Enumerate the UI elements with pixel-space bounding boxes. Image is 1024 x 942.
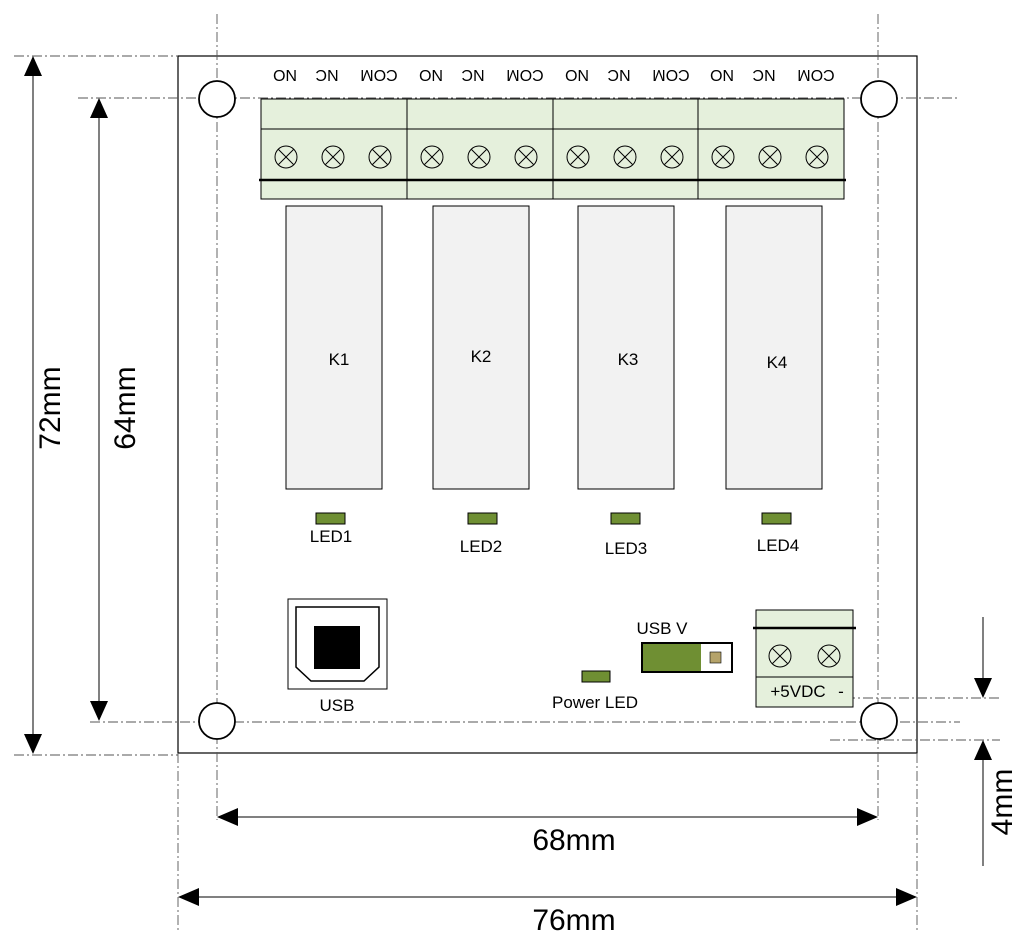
led3-indicator <box>610 512 641 525</box>
relay-k2-body <box>432 205 530 490</box>
terminal-label-no-2: NO <box>419 66 443 83</box>
dim-68mm-arrow-left <box>217 808 238 826</box>
terminal-label-group-2: COM NC NO <box>419 66 544 83</box>
terminal-label-nc-4: NC <box>752 66 775 83</box>
jumper-cap <box>643 644 701 671</box>
led1-label: LED1 <box>310 527 353 546</box>
mounting-holes <box>198 80 898 740</box>
usb-plug-core <box>314 626 360 669</box>
terminal-label-group-3: COM NC NO <box>565 66 690 83</box>
led4-label: LED4 <box>757 536 800 555</box>
screw-block4-1 <box>711 145 735 169</box>
relays: K1 K2 K3 K4 <box>285 205 823 490</box>
led4-indicator <box>761 512 792 525</box>
terminal-label-com-4: COM <box>797 66 834 83</box>
relay-label-k2: K2 <box>471 347 492 366</box>
screw-block2-2 <box>467 145 491 169</box>
usb-connector: USB <box>287 598 388 715</box>
led2-indicator <box>467 512 498 525</box>
terminal-screws <box>274 145 829 169</box>
power-led-label: Power LED <box>552 693 638 712</box>
dim-4mm-arrow-bottom <box>974 740 992 760</box>
power-led-indicator <box>581 670 611 683</box>
terminal-label-nc-1: NC <box>315 66 338 83</box>
relay-terminal-block <box>259 98 846 200</box>
terminal-label-nc-3: NC <box>607 66 630 83</box>
terminal-labels: COM NC NO COM NC NO COM NC NO COM NC NO <box>273 66 835 83</box>
terminal-label-group-4: COM NC NO <box>710 66 835 83</box>
mounting-hole-top-left <box>198 80 236 118</box>
dim-68mm-label: 68mm <box>532 824 615 857</box>
led1-indicator <box>315 512 346 525</box>
screw-block3-1 <box>566 145 590 169</box>
power-screw-minus <box>817 644 841 668</box>
usbv-jumper: USB V <box>636 619 733 673</box>
screw-block1-3 <box>368 145 392 169</box>
led2-label: LED2 <box>460 537 503 556</box>
screw-block1-2 <box>321 145 345 169</box>
led3-label: LED3 <box>605 539 648 558</box>
dim-64mm-arrow-bottom <box>90 701 108 721</box>
jumper-pin <box>709 651 722 664</box>
screw-block4-2 <box>758 145 782 169</box>
dim-4mm-arrow-top <box>974 678 992 698</box>
dim-76mm-arrow-right <box>896 888 917 906</box>
dim-76mm-label: 76mm <box>532 904 615 937</box>
relay-label-k4: K4 <box>767 353 788 372</box>
terminal-label-com-2: COM <box>506 66 543 83</box>
mounting-hole-bottom-right <box>860 702 898 740</box>
dim-72mm-label: 72mm <box>34 366 67 449</box>
dim-64mm-label: 64mm <box>109 366 142 449</box>
screw-block2-1 <box>420 145 444 169</box>
terminal-label-com-1: COM <box>360 66 397 83</box>
usb-label: USB <box>320 696 355 715</box>
terminal-label-no-1: NO <box>273 66 297 83</box>
dim-4mm-label: 4mm <box>986 769 1019 836</box>
relay-label-k3: K3 <box>618 350 639 369</box>
terminal-label-group-1: COM NC NO <box>273 66 398 83</box>
power-terminal-screws <box>768 644 841 668</box>
dim-64mm-arrow-top <box>90 98 108 118</box>
dim-72mm-arrow-bottom <box>24 734 42 754</box>
terminal-label-com-3: COM <box>652 66 689 83</box>
screw-block4-3 <box>805 145 829 169</box>
relay-k3-body <box>577 205 675 490</box>
screw-block2-3 <box>514 145 538 169</box>
power-terminal-label: +5VDC <box>770 682 825 701</box>
dim-68mm-arrow-right <box>857 808 878 826</box>
screw-block1-1 <box>274 145 298 169</box>
terminal-label-nc-2: NC <box>461 66 484 83</box>
dimension-lines <box>24 56 992 906</box>
status-leds: LED1 LED2 LED3 LED4 <box>310 512 800 558</box>
mounting-hole-bottom-left <box>198 702 236 740</box>
screw-block3-2 <box>613 145 637 169</box>
relay-label-k1: K1 <box>329 350 350 369</box>
power-led: Power LED <box>552 670 638 712</box>
power-terminal-block: +5VDC - <box>753 609 856 708</box>
dim-76mm-arrow-left <box>178 888 199 906</box>
power-terminal-minus: - <box>838 682 844 701</box>
terminal-label-no-4: NO <box>710 66 734 83</box>
relay-k4-body <box>725 205 823 490</box>
screw-block3-3 <box>660 145 684 169</box>
relay-k1-body <box>285 205 383 490</box>
terminal-label-no-3: NO <box>565 66 589 83</box>
mounting-hole-top-right <box>860 80 898 118</box>
usbv-label: USB V <box>636 619 688 638</box>
power-screw-plus <box>768 644 792 668</box>
dim-72mm-arrow-top <box>24 56 42 76</box>
